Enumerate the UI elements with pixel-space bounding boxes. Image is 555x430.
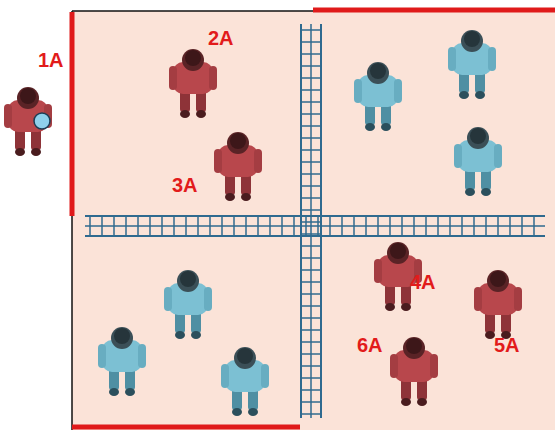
callout-number: 3A bbox=[172, 175, 198, 195]
room-floor bbox=[72, 11, 555, 430]
red-wall bbox=[72, 425, 300, 430]
callout-number: 6A bbox=[357, 335, 383, 355]
red-wall bbox=[70, 12, 75, 216]
callout-number: 4A bbox=[410, 272, 436, 292]
callout-number: 1A bbox=[38, 50, 64, 70]
red-wall bbox=[313, 8, 555, 13]
callout-number: 2A bbox=[208, 28, 234, 48]
fence bbox=[85, 24, 545, 418]
people bbox=[4, 30, 522, 416]
callout-number: 5A bbox=[494, 335, 520, 355]
